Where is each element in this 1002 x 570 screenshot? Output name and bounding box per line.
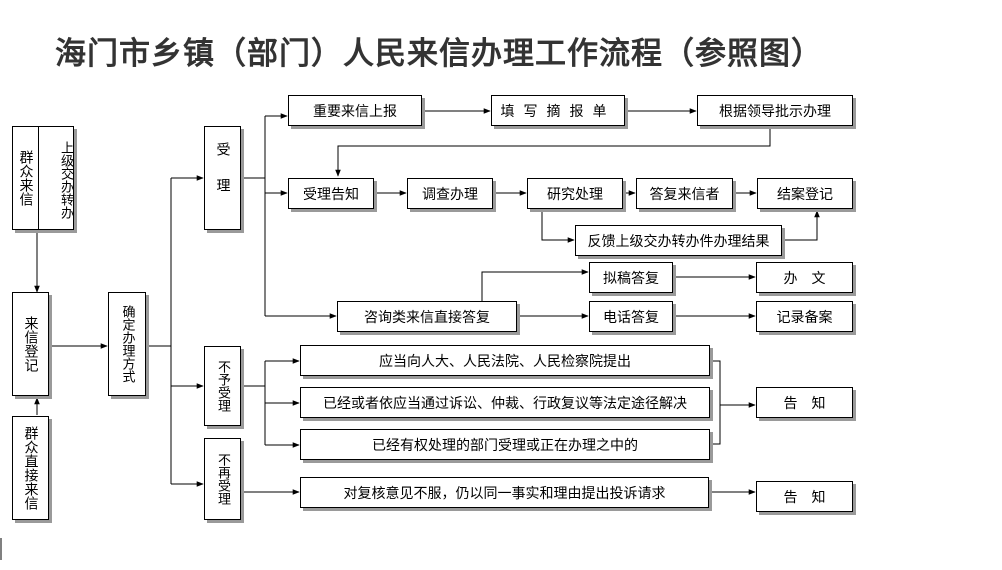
close-register-box: 结案登记 <box>757 178 853 209</box>
phone-reply-box: 电话答复 <box>589 301 673 332</box>
fill-report-box: 填写摘报单 <box>491 95 625 126</box>
source-direct-letter-box: 群众直接来信 <box>12 416 49 520</box>
not-accept-box: 不予受理 <box>204 346 241 426</box>
feedback-superior-box: 反馈上级交办转办件办理结果 <box>575 225 782 256</box>
accept-box: 受理 <box>204 126 241 230</box>
notify-box-1: 告 知 <box>756 387 853 418</box>
important-letter-box: 重要来信上报 <box>288 95 422 126</box>
draft-reply-box: 拟稿答复 <box>589 262 673 293</box>
page-title: 海门市乡镇（部门）人民来信办理工作流程（参照图） <box>55 36 823 72</box>
record-file-box: 记录备案 <box>756 301 853 332</box>
document-box: 办 文 <box>756 262 853 293</box>
source-superior-assign-box: 上级交办转办 <box>38 126 74 230</box>
reason-in-process-box: 已经有权处理的部门受理或正在办理之中的 <box>300 429 710 460</box>
accept-notify-box: 受理告知 <box>288 178 374 209</box>
determine-method-box: 确定办理方式 <box>108 292 146 396</box>
no-more-accept-box: 不再受理 <box>204 438 241 520</box>
reason-legal-route-box: 已经或者依应当通过诉讼、仲裁、行政复议等法定途径解决 <box>300 387 710 418</box>
source-mass-letter-box: 群众来信 <box>12 126 39 230</box>
inquiry-reply-box: 咨询类来信直接答复 <box>337 301 517 332</box>
reason-npc-court-box: 应当向人大、人民法院、人民检察院提出 <box>300 345 710 376</box>
reply-writer-box: 答复来信者 <box>636 178 733 209</box>
reason-review-box: 对复核意见不服，仍以同一事实和理由提出投诉请求 <box>300 477 709 508</box>
notify-box-2: 告 知 <box>756 481 853 512</box>
study-process-box: 研究处理 <box>527 178 623 209</box>
leader-instruction-box: 根据领导批示办理 <box>697 95 853 126</box>
investigate-box: 调查办理 <box>407 178 493 209</box>
letter-register-box: 来信登记 <box>12 292 49 396</box>
